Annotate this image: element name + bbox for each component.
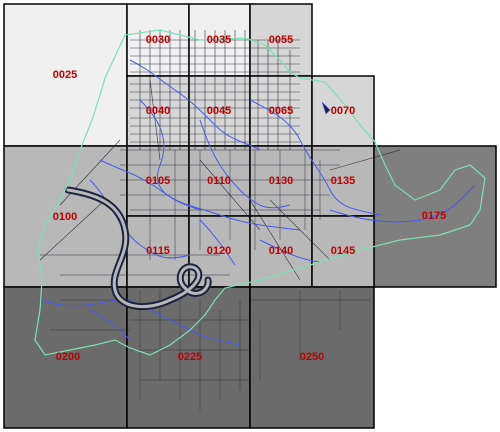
road-network	[39, 30, 401, 410]
tile-label-0100: 0100	[53, 211, 77, 223]
tile-label-0175: 0175	[422, 210, 446, 222]
tile-0045[interactable]	[188, 75, 251, 147]
tile-label-0225: 0225	[178, 351, 202, 363]
tile-label-0045: 0045	[207, 105, 231, 117]
parish-boundary	[34, 29, 486, 356]
tile-label-0030: 0030	[146, 34, 170, 46]
tile-label-0130: 0130	[269, 175, 293, 187]
tile-label-0200: 0200	[56, 351, 80, 363]
tile-label-0140: 0140	[269, 245, 293, 257]
tile-label-0025: 0025	[53, 69, 77, 81]
tile-0140[interactable]	[249, 215, 313, 288]
lake-icon	[321, 101, 331, 115]
tile-0250[interactable]	[249, 286, 375, 429]
tile-label-0040: 0040	[146, 105, 170, 117]
tile-label-0105: 0105	[146, 175, 170, 187]
tile-label-0110: 0110	[207, 175, 231, 187]
tile-labels: 0025 0030 0035 0055 0040 0045 0065 0070 …	[53, 34, 446, 363]
tile-label-0135: 0135	[331, 175, 355, 187]
tile-0200[interactable]	[3, 286, 128, 429]
tile-label-0070: 0070	[331, 105, 355, 117]
tile-0225[interactable]	[126, 286, 251, 429]
tile-label-0120: 0120	[207, 245, 231, 257]
tile-label-0035: 0035	[207, 34, 231, 46]
tile-0145[interactable]	[311, 215, 375, 288]
tile-0070[interactable]	[311, 75, 375, 147]
tile-label-0145: 0145	[331, 245, 355, 257]
tile-label-0055: 0055	[269, 34, 293, 46]
tile-0130[interactable]	[249, 145, 313, 217]
tile-label-0115: 0115	[146, 245, 170, 257]
tile-label-0065: 0065	[269, 105, 293, 117]
tile-label-0250: 0250	[300, 351, 324, 363]
waterways	[39, 59, 476, 346]
river	[64, 186, 212, 311]
